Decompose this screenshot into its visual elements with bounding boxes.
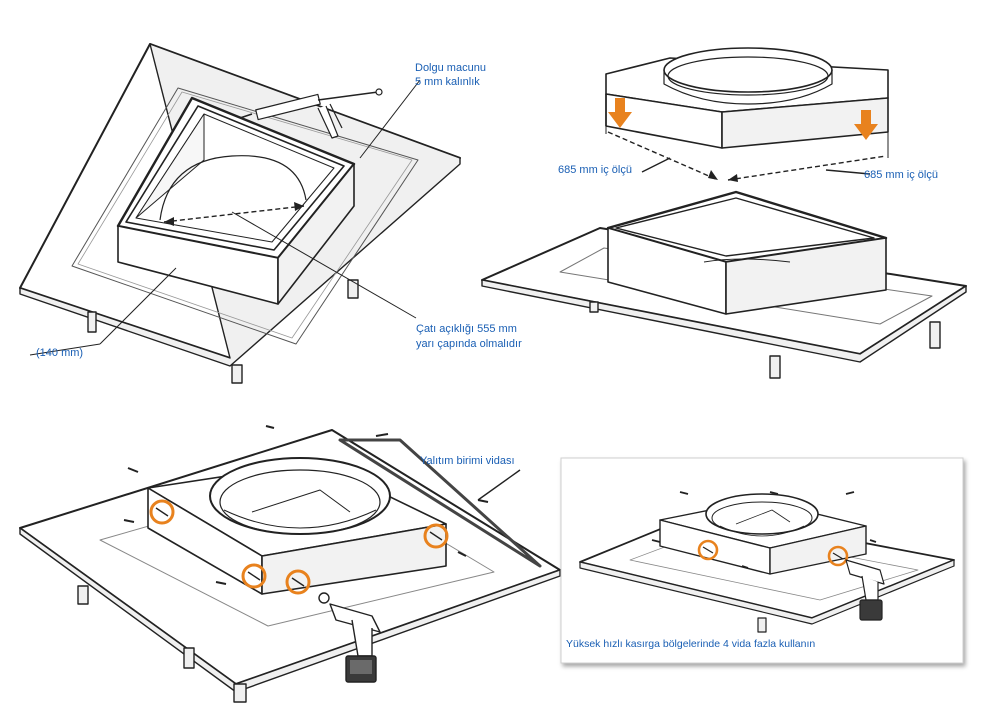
screw-icon [123,425,489,585]
screw-highlight-circle-icon [149,499,449,595]
inner-dim-right-label: 685 mm iç ölçü [864,169,938,181]
panel-screws [19,425,561,703]
drill-icon [845,559,885,621]
screw-highlight-circle-icon [697,539,849,567]
inner-dim-left-label: 685 mm iç ölçü [558,164,632,176]
sealant-label: Dolgu macunu [415,62,486,74]
curb-height-label: (140 mm) [36,347,84,359]
roof-opening-label-1: Çatı açıklığı 555 mm [416,323,517,335]
panel-dimensions [481,47,967,379]
panel-sealant [19,43,461,384]
drill-icon [318,592,381,683]
insulation-screw-label: Yalıtım birimi vidası [420,455,515,467]
caulk-gun-icon [239,88,383,139]
panel-hurricane [579,491,955,633]
roof-opening-label-2: yarı çapında olmalıdır [416,338,522,350]
down-arrow-icon [608,98,878,140]
screw-icon [651,491,877,569]
hurricane-note: Yüksek hızlı kasırga bölgelerinde 4 vida… [566,638,816,650]
sealant-thickness-label: 5 mm kalınlık [415,76,480,88]
